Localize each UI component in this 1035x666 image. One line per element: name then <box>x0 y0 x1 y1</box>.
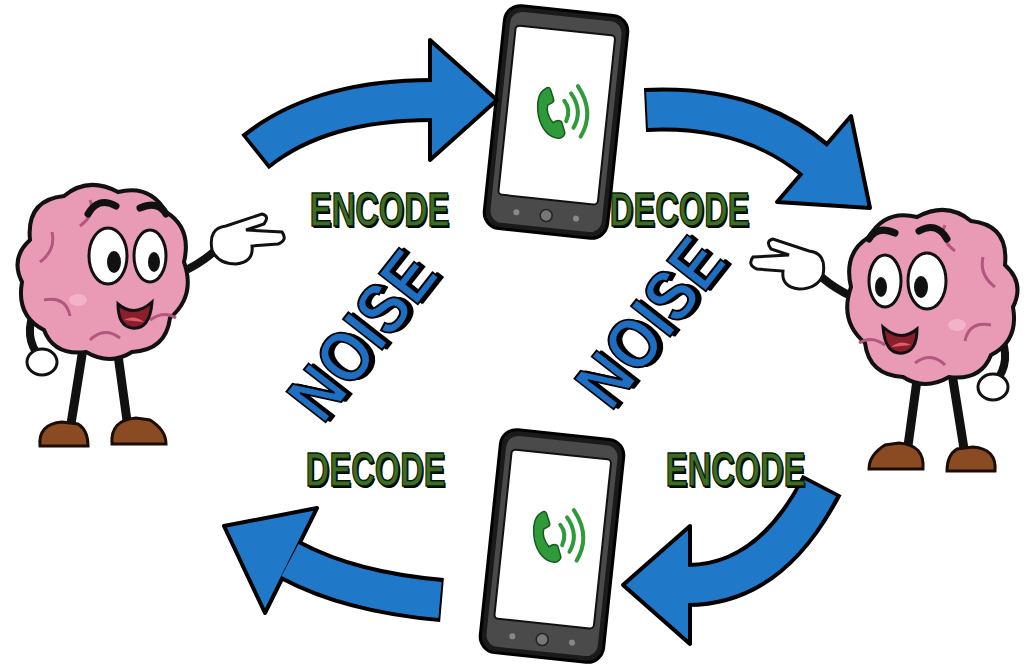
flow-arrow <box>255 40 497 160</box>
noise-label: NOISE <box>275 238 449 432</box>
phone <box>479 428 626 664</box>
flow-arrow <box>224 508 442 613</box>
noise-label: NOISE <box>563 225 737 419</box>
stage-label: ENCODE <box>666 446 806 494</box>
phone <box>483 4 630 240</box>
flow-arrow <box>623 485 822 644</box>
brain-character <box>18 185 285 446</box>
brain-character <box>751 210 1018 471</box>
stage-label: DECODE <box>306 446 446 494</box>
stage-label: ENCODE <box>310 186 450 234</box>
